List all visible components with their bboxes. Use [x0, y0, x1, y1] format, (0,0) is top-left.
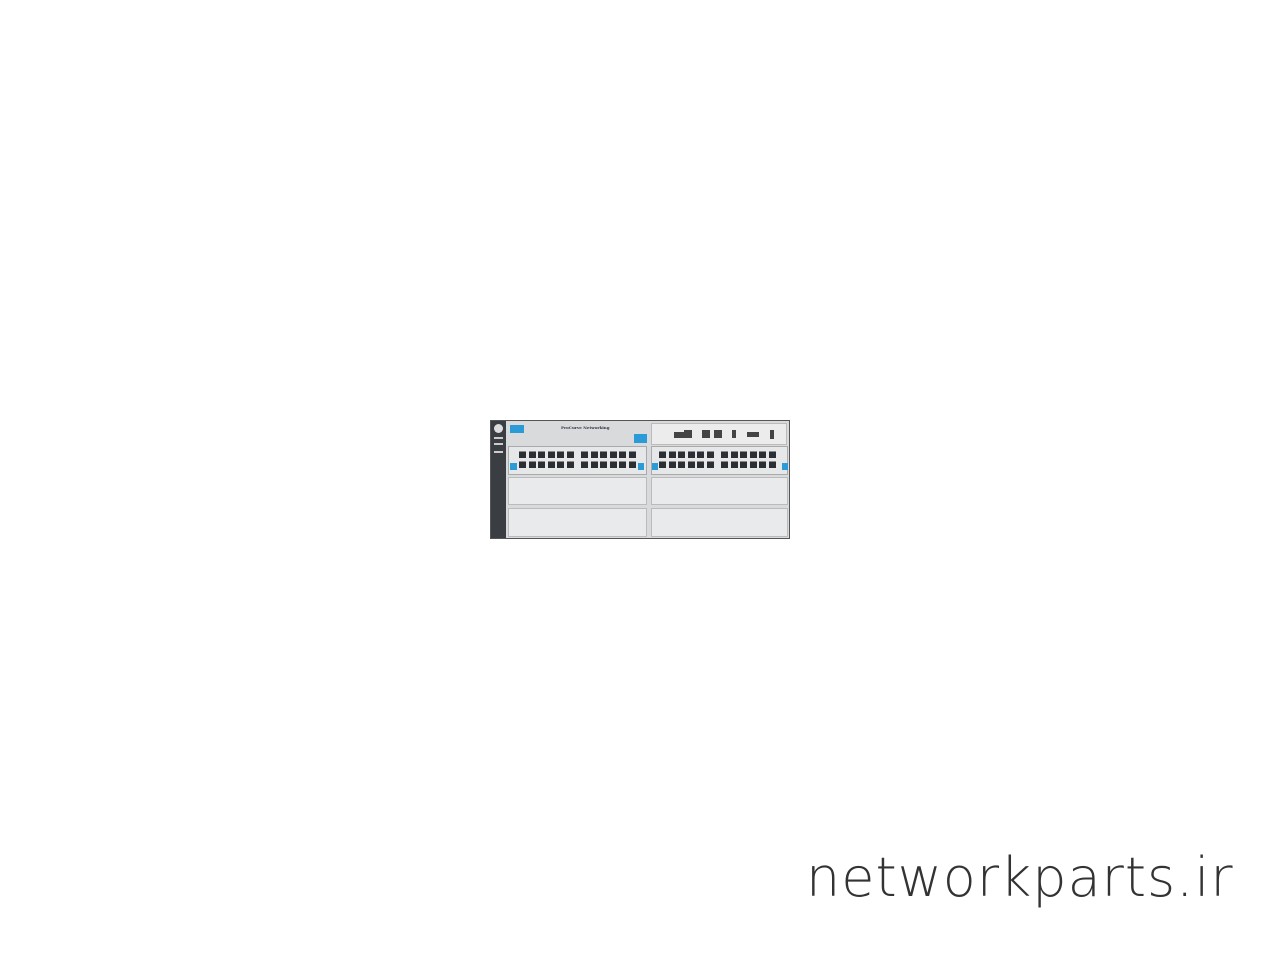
ethernet-port [697, 451, 704, 458]
ethernet-port [749, 451, 757, 458]
chassis-side-rail [491, 421, 506, 538]
ethernet-port [528, 451, 536, 458]
slot-sticker [638, 463, 644, 470]
slot-sticker [652, 463, 658, 470]
ethernet-port [659, 461, 666, 468]
ethernet-port [678, 461, 685, 468]
ethernet-port [628, 461, 636, 468]
ethernet-port [519, 461, 526, 468]
ethernet-port [590, 451, 598, 458]
blank-slot-f [651, 508, 788, 537]
ethernet-port [721, 461, 728, 468]
ethernet-port [590, 461, 598, 468]
slot-sticker [782, 463, 788, 470]
ethernet-port [619, 461, 626, 468]
rail-label [494, 443, 503, 445]
management-connector [684, 430, 692, 438]
ethernet-port [678, 451, 685, 458]
module-slot-b [651, 446, 788, 475]
ethernet-port [609, 451, 617, 458]
ethernet-port [600, 451, 607, 458]
ethernet-port [619, 451, 626, 458]
management-connector [732, 430, 736, 438]
ethernet-port [697, 461, 704, 468]
ethernet-port [609, 461, 617, 468]
slot-sticker [510, 463, 517, 470]
ethernet-port [566, 451, 574, 458]
ethernet-port [557, 461, 564, 468]
ethernet-port [519, 451, 526, 458]
management-panel [651, 423, 787, 445]
ethernet-port [687, 451, 695, 458]
ethernet-port [547, 451, 555, 458]
ethernet-port [628, 451, 636, 458]
ethernet-port [581, 451, 588, 458]
network-switch-image: ProCurve Networking [490, 420, 790, 539]
ethernet-port [557, 451, 564, 458]
ethernet-port [721, 451, 728, 458]
ethernet-port [687, 461, 695, 468]
management-connector [674, 432, 684, 438]
ethernet-port [538, 461, 545, 468]
management-connector [702, 430, 710, 438]
ethernet-port [547, 461, 555, 468]
ethernet-port [706, 451, 714, 458]
management-connector [714, 430, 722, 438]
ethernet-port [768, 461, 776, 468]
ethernet-port [759, 461, 766, 468]
ethernet-port [740, 461, 747, 468]
ethernet-port [730, 461, 738, 468]
blank-slot-d [651, 477, 788, 505]
ethernet-port [668, 451, 676, 458]
ethernet-port [528, 461, 536, 468]
ethernet-port [581, 461, 588, 468]
ethernet-port [668, 461, 676, 468]
ethernet-port [759, 451, 766, 458]
blank-slot-c [508, 477, 647, 505]
info-sticker [510, 425, 524, 433]
blank-slot-e [508, 508, 647, 537]
ethernet-port [740, 451, 747, 458]
info-sticker [634, 434, 647, 443]
ethernet-port [566, 461, 574, 468]
ethernet-port [600, 461, 607, 468]
ethernet-port [659, 451, 666, 458]
ethernet-port [706, 461, 714, 468]
management-connector [770, 430, 774, 439]
watermark: networkparts.ir [806, 846, 1234, 909]
rail-label [494, 437, 503, 439]
ethernet-port [538, 451, 545, 458]
hp-logo [494, 424, 503, 433]
rail-label [494, 451, 503, 453]
module-slot-a [508, 446, 647, 475]
management-connector [747, 432, 759, 437]
ethernet-port [768, 451, 776, 458]
brand-label: ProCurve Networking [561, 425, 610, 430]
ethernet-port [730, 451, 738, 458]
ethernet-port [749, 461, 757, 468]
